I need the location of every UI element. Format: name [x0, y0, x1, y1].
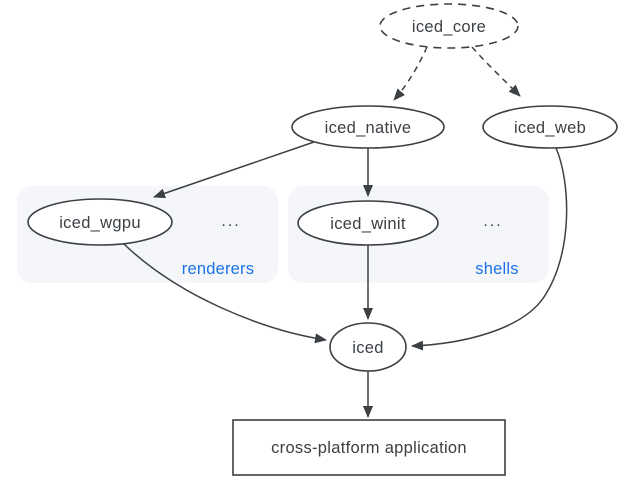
iced-wgpu-ellipse [27, 198, 173, 246]
edge-iced-native-to-iced-wgpu [153, 141, 315, 199]
node-application: cross-platform application [232, 419, 506, 476]
iced-native-ellipse [291, 105, 445, 149]
node-iced-wgpu: iced_wgpu [27, 198, 173, 246]
shells-ellipsis: ... [483, 213, 502, 230]
node-label-iced-wgpu: iced_wgpu [59, 214, 141, 232]
node-label-iced: iced [352, 339, 383, 357]
iced-ellipse [329, 322, 407, 372]
edge-iced-wgpu-to-iced [123, 243, 327, 344]
node-iced-winit: iced_winit [297, 200, 439, 246]
edge-iced-core-to-iced-native [393, 46, 428, 101]
renderers-group-label: renderers [182, 260, 254, 278]
node-iced: iced [329, 322, 407, 372]
node-iced-web: iced_web [482, 105, 618, 149]
application-rect [232, 419, 506, 476]
node-label-iced-native: iced_native [325, 119, 412, 137]
shells-group-label: shells [475, 260, 518, 278]
iced-web-ellipse [482, 105, 618, 149]
node-label-iced-winit: iced_winit [330, 215, 406, 233]
node-iced-core: iced_core [379, 3, 519, 49]
node-iced-native: iced_native [291, 105, 445, 149]
edge-iced-web-to-iced [411, 147, 568, 351]
iced-core-ellipse [379, 3, 519, 49]
iced-winit-ellipse [297, 200, 439, 246]
node-label-application: cross-platform application [271, 439, 467, 457]
edge-iced-core-to-iced-web [471, 46, 521, 97]
node-label-iced-web: iced_web [514, 119, 586, 137]
renderers-ellipsis: ... [221, 213, 240, 230]
node-label-iced-core: iced_core [412, 18, 486, 36]
